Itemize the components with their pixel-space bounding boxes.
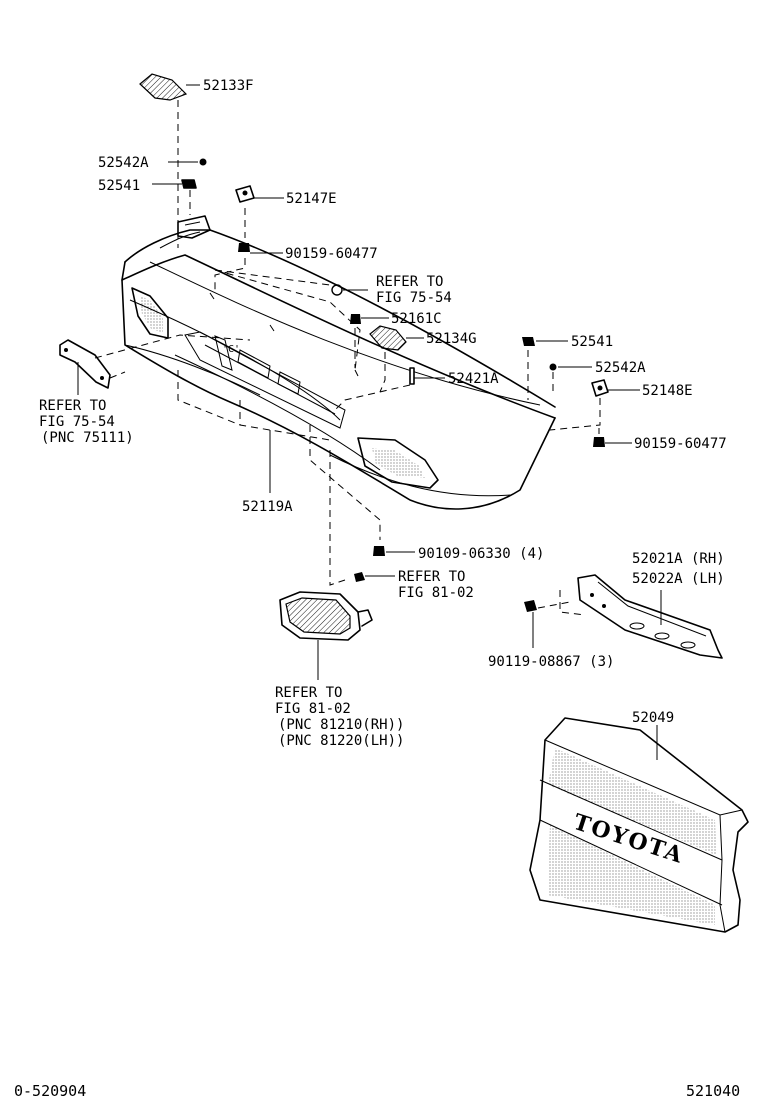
label-52133f: 52133F: [203, 78, 254, 94]
label-52421a: 52421A: [448, 371, 499, 387]
label-52119a: 52119A: [242, 499, 293, 515]
retainer-52147e: [235, 185, 284, 203]
clip-52542a-right: [549, 363, 592, 392]
label-52148e: 52148E: [642, 383, 693, 399]
label-52542a-right: 52542A: [595, 360, 646, 376]
bracket-refer-left: [59, 334, 251, 395]
screw-90159-right: [593, 428, 632, 447]
label-refer-mid-2: FIG 81-02: [398, 585, 474, 601]
svg-text:'C': 'C': [222, 344, 240, 355]
retainer-52148e: [549, 379, 640, 431]
label-52021a: 52021A (RH): [632, 551, 725, 567]
label-52147e: 52147E: [286, 191, 337, 207]
clip-52541-top: [152, 179, 197, 215]
label-refer-top-1: REFER TO: [376, 274, 443, 290]
label-refer-lamp-3: (PNC 81210(RH)): [278, 717, 404, 733]
screw-90159-top: [214, 208, 283, 292]
bracket-52133f: [139, 73, 200, 248]
side-retainer-left: [177, 215, 211, 239]
label-52542a-top: 52542A: [98, 155, 149, 171]
clip-52542a-top: [168, 158, 207, 166]
label-52541-top: 52541: [98, 178, 140, 194]
label-52541-right: 52541: [571, 334, 613, 350]
bolt-90119: [524, 600, 537, 648]
label-52022a: 52022A (LH): [632, 571, 725, 587]
fog-lamp: [279, 591, 373, 680]
pad-52049: TOYOTA: [529, 717, 749, 933]
bumper-cover-52119a: 'C': [121, 229, 556, 510]
label-52049: 52049: [632, 710, 674, 726]
label-52161c: 52161C: [391, 311, 442, 327]
bracket-52134g: [369, 325, 424, 393]
screw-90109: [373, 546, 415, 556]
label-refer-left-1: REFER TO: [39, 398, 106, 414]
label-refer-left-2: FIG 75-54: [39, 414, 115, 430]
label-refer-lamp-4: (PNC 81220(LH)): [278, 733, 404, 749]
label-refer-left-3: (PNC 75111): [41, 430, 134, 446]
label-90159-right: 90159-60477: [634, 436, 727, 452]
label-52134g: 52134G: [426, 331, 477, 347]
label-refer-top-2: FIG 75-54: [376, 290, 452, 306]
footer-right-code: 521040: [686, 1082, 740, 1100]
pin-52421a: [334, 367, 445, 411]
label-90159-top: 90159-60477: [285, 246, 378, 262]
label-90119: 90119-08867 (3): [488, 654, 614, 670]
label-refer-lamp-2: FIG 81-02: [275, 701, 351, 717]
leader-bumper-lower: [177, 370, 381, 540]
clip-52161c: [350, 314, 389, 368]
refer-marker-top: [214, 269, 368, 371]
clip-52541-right: [522, 337, 568, 400]
label-90109: 90109-06330 (4): [418, 546, 544, 562]
refer-marker-mid: [329, 450, 395, 586]
bracket-52021a-52022a: [537, 574, 723, 659]
label-refer-mid-1: REFER TO: [398, 569, 465, 585]
footer-left-code: 0-520904: [14, 1082, 86, 1100]
label-refer-lamp-1: REFER TO: [275, 685, 342, 701]
